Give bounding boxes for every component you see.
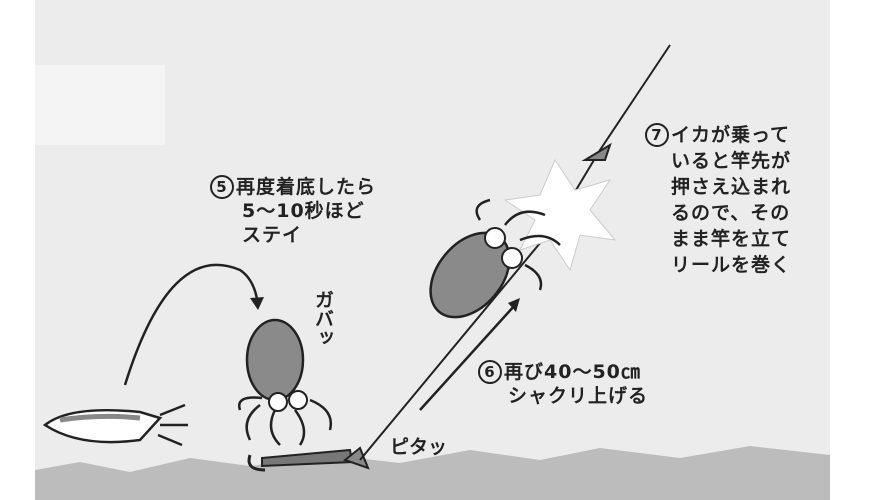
lift-arrow	[419, 304, 516, 411]
egi-lure-left	[42, 403, 188, 447]
egi-lure-bottom	[247, 446, 370, 472]
sfx-pita: ピタッ	[390, 436, 448, 458]
step-number: 7	[645, 123, 669, 147]
drop-arc-arrow	[123, 263, 260, 386]
squid-attacking	[238, 318, 333, 446]
light-patch	[35, 65, 165, 145]
water-background	[35, 0, 830, 500]
arrow-head	[250, 297, 264, 310]
seabed	[35, 446, 830, 500]
fishing-line	[359, 44, 671, 461]
step-number: 6	[478, 360, 502, 384]
arrow-head	[508, 298, 520, 312]
impact-burst	[503, 158, 617, 272]
squid-caught	[429, 198, 561, 319]
step-number: 5	[210, 175, 234, 199]
sfx-gaba: ガバッ	[312, 290, 334, 347]
sinker	[581, 142, 612, 161]
